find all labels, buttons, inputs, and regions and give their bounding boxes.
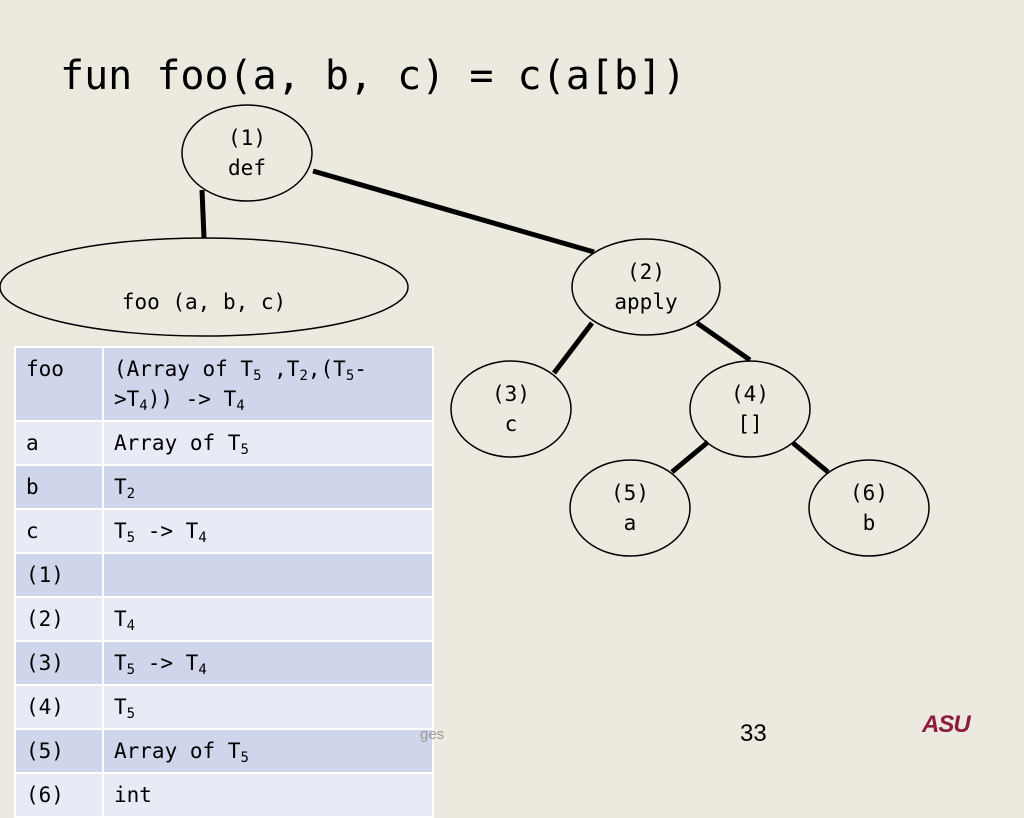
node-root-signature xyxy=(0,237,409,337)
table-row: (1) xyxy=(14,552,434,598)
node-id: (3) xyxy=(492,382,530,406)
type-key: (4) xyxy=(14,684,104,730)
edge-apply-c xyxy=(552,321,594,375)
node-6-b xyxy=(808,459,930,557)
type-value: T5 -> T4 xyxy=(102,508,434,554)
node-5-text: (5) a xyxy=(570,478,690,538)
type-value: Array of T5 xyxy=(102,420,434,466)
type-key: a xyxy=(14,420,104,466)
node-id: (2) xyxy=(627,260,665,284)
parse-tree xyxy=(0,104,930,557)
table-row: (5)Array of T5 xyxy=(14,728,434,774)
type-value: T5 xyxy=(102,684,434,730)
edge-index-b xyxy=(791,441,830,474)
node-5-a xyxy=(569,459,691,557)
asu-logo: ASU xyxy=(922,711,971,738)
footer-text: ges xyxy=(420,726,445,743)
node-label: apply xyxy=(614,290,678,314)
node-1-def xyxy=(181,104,313,202)
node-6-text: (6) b xyxy=(809,478,929,538)
type-value: Array of T5 xyxy=(102,728,434,774)
node-label: c xyxy=(504,412,518,436)
node-3-text: (3) c xyxy=(451,379,571,439)
type-value: T4 xyxy=(102,596,434,642)
type-key: (2) xyxy=(14,596,104,642)
edge-def-apply xyxy=(312,168,595,255)
table-row: (2)T4 xyxy=(14,596,434,642)
node-id: (6) xyxy=(850,481,888,505)
type-key: c xyxy=(14,508,104,554)
edge-apply-index xyxy=(695,320,752,363)
node-label: b xyxy=(862,511,876,535)
edge-def-root xyxy=(199,189,207,239)
node-id: (5) xyxy=(611,481,649,505)
node-2-text: (2) apply xyxy=(586,257,706,317)
type-key: (6) xyxy=(14,772,104,818)
table-row: (6)int xyxy=(14,772,434,818)
node-1-text: (1) def xyxy=(187,123,307,183)
type-value xyxy=(102,552,434,598)
type-value: T5 -> T4 xyxy=(102,640,434,686)
type-key: (5) xyxy=(14,728,104,774)
node-label: def xyxy=(228,156,266,180)
node-id: (4) xyxy=(731,382,769,406)
type-key: foo xyxy=(14,346,104,422)
table-row: (4)T5 xyxy=(14,684,434,730)
edge-index-a xyxy=(670,440,710,474)
node-2-apply xyxy=(571,238,721,336)
type-key: (1) xyxy=(14,552,104,598)
type-value: T2 xyxy=(102,464,434,510)
node-root-text: foo (a, b, c) xyxy=(121,290,287,314)
node-4-text: (4) [] xyxy=(690,379,810,439)
table-row: foo(Array of T5 ,T2,(T5->T4)) -> T4 xyxy=(14,346,434,422)
node-4-index xyxy=(689,360,811,458)
slide-title: fun foo(a, b, c) = c(a[b]) xyxy=(60,53,687,99)
node-3-c xyxy=(450,360,572,458)
node-label: a xyxy=(623,511,637,535)
type-key: (3) xyxy=(14,640,104,686)
type-value: (Array of T5 ,T2,(T5->T4)) -> T4 xyxy=(102,346,434,422)
page-number: 33 xyxy=(740,720,767,747)
type-value: int xyxy=(102,772,434,818)
type-key: b xyxy=(14,464,104,510)
node-label: [] xyxy=(737,412,763,436)
table-row: (3)T5 -> T4 xyxy=(14,640,434,686)
node-id: (1) xyxy=(228,126,266,150)
